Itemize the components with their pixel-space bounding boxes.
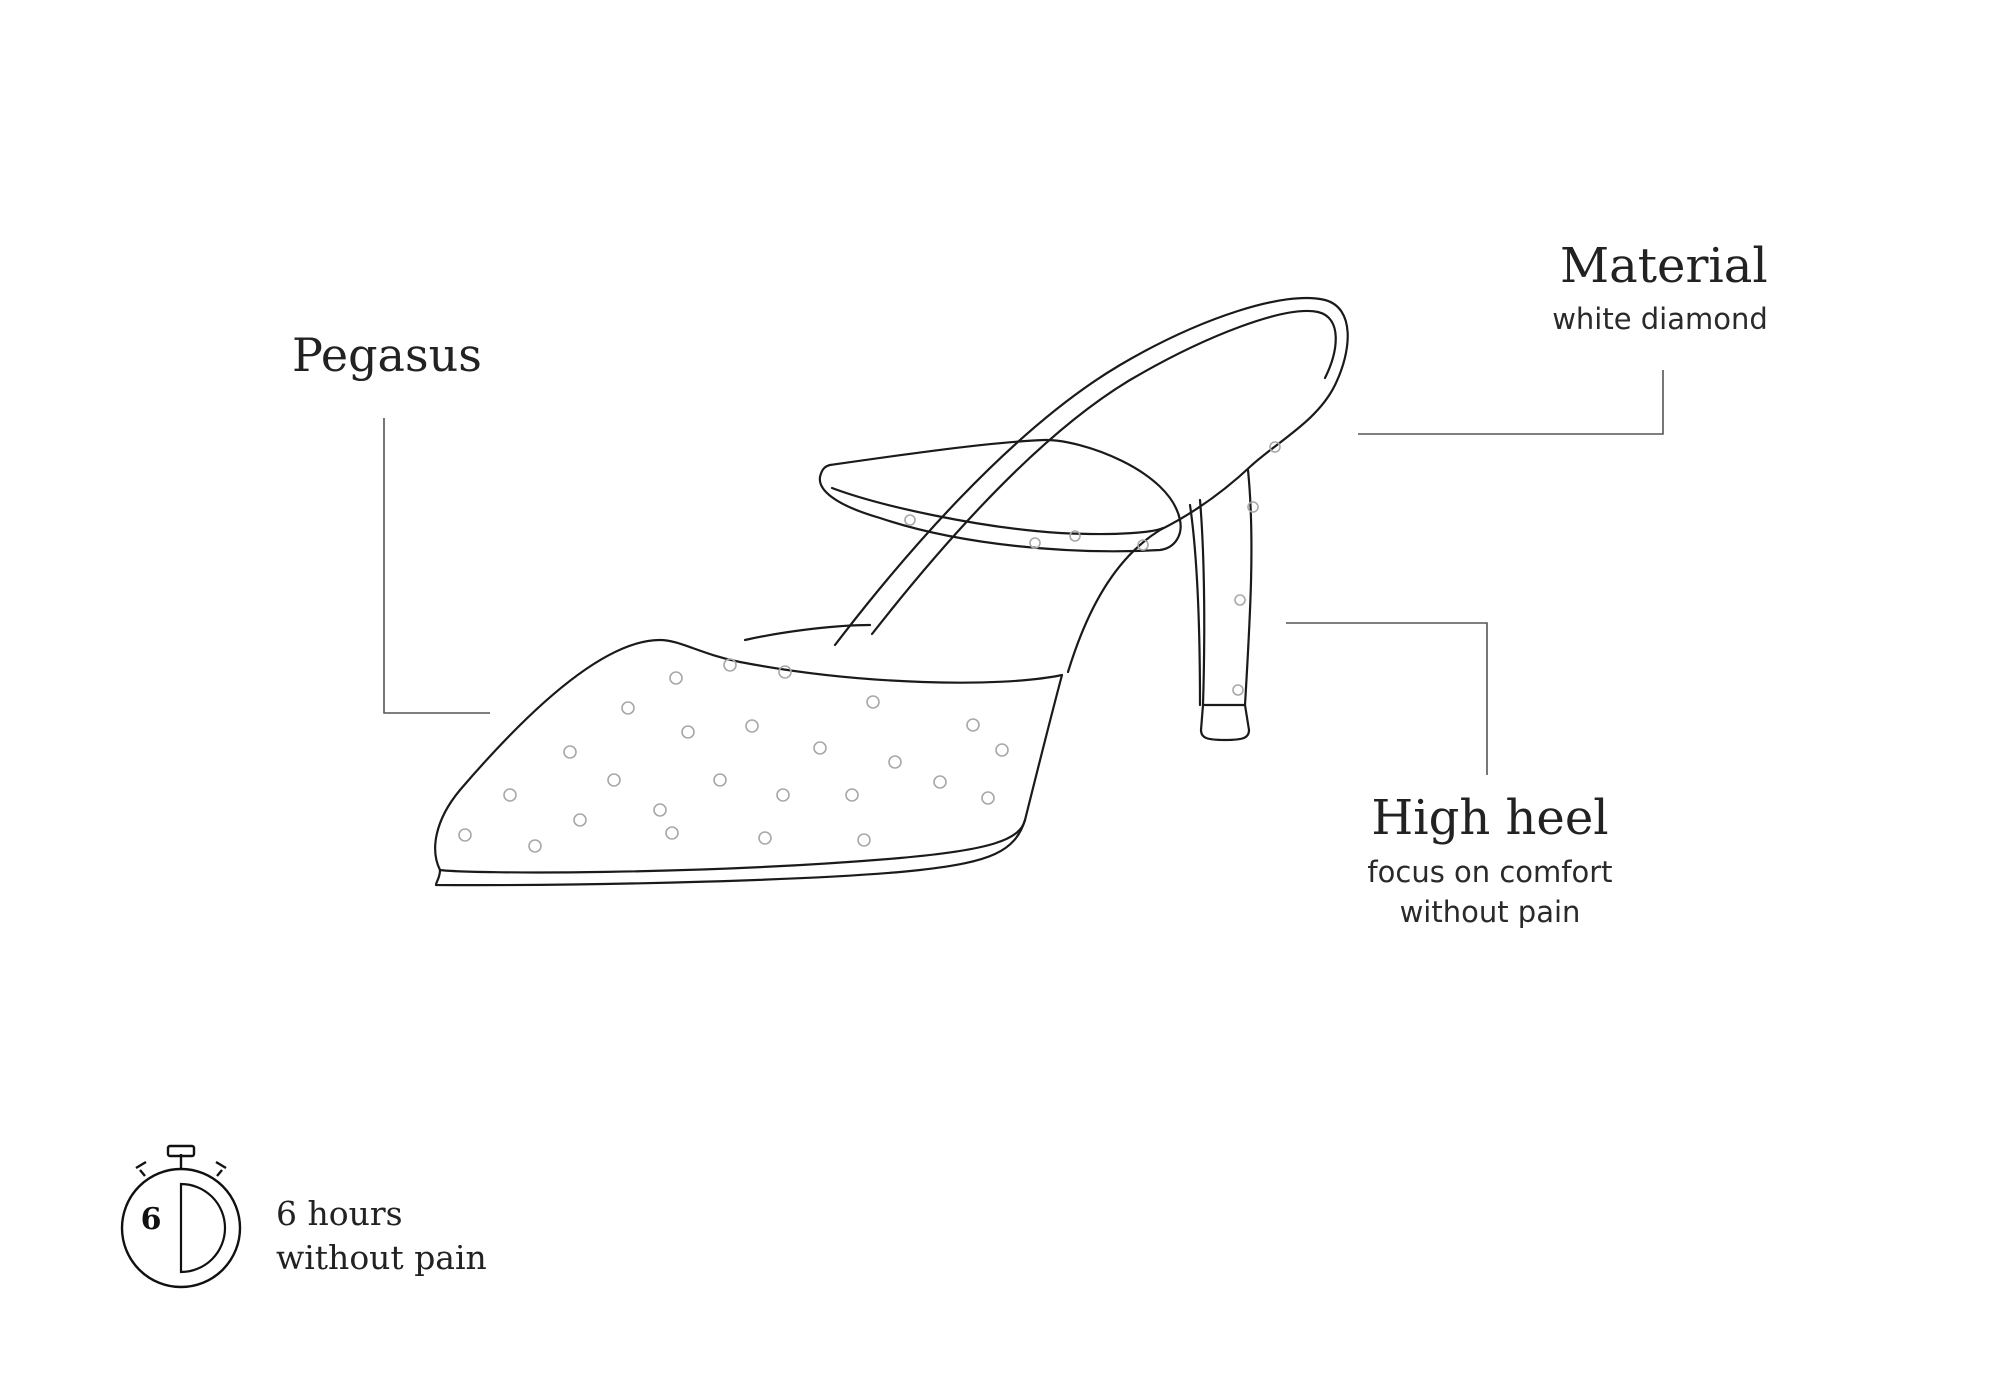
- stopwatch-icon: [120, 1144, 242, 1289]
- sole: [434, 818, 1027, 887]
- material-title: Material: [1560, 238, 1768, 294]
- pegasus-leader-line: [383, 418, 490, 714]
- heel-leader-line: [1286, 622, 1488, 775]
- heel-stiletto: [1198, 468, 1253, 707]
- vamp-topline: [743, 623, 872, 642]
- model-name: Pegasus: [292, 328, 482, 382]
- heel-subtitle-line2: without pain: [1399, 895, 1581, 929]
- ankle-strap: [818, 438, 1182, 553]
- diamond-dots: [458, 441, 1281, 853]
- shoe-outline: [434, 296, 1349, 887]
- heel-side: [1188, 503, 1202, 707]
- ankle-strap-inner: [830, 486, 1165, 536]
- material-leader-line: [1358, 370, 1664, 435]
- heel-tip: [1199, 703, 1251, 742]
- heel-title: High heel: [1371, 790, 1609, 846]
- timer-hours-number: 6: [140, 1202, 162, 1237]
- timer-caption-line2: without pain: [276, 1238, 487, 1277]
- vamp: [434, 638, 1064, 874]
- material-subtitle: white diamond: [1552, 302, 1768, 336]
- insole-inner: [870, 309, 1337, 636]
- timer-caption-line1: 6 hours: [276, 1194, 403, 1233]
- insole: [833, 296, 1349, 674]
- heel-subtitle-line1: focus on comfort: [1367, 855, 1613, 889]
